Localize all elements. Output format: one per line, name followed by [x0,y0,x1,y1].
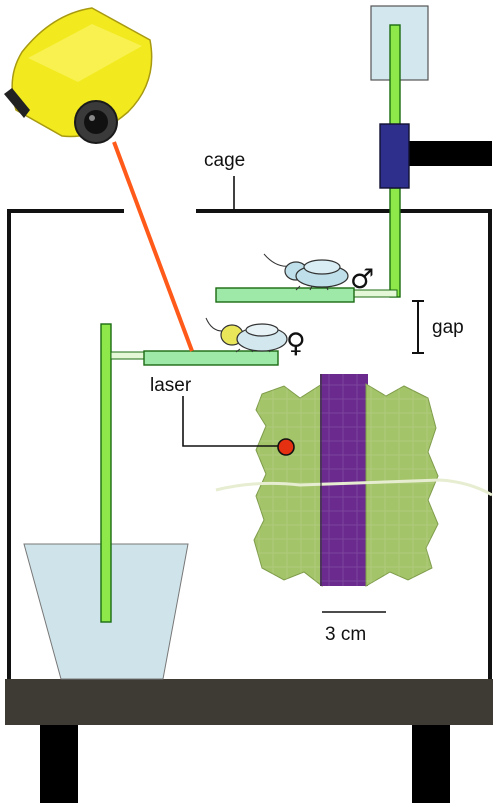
cage-label: cage [204,150,245,171]
male-symbol: ♂ [350,264,374,295]
gap-indicator: gap [412,300,464,354]
camera-icon [4,7,153,144]
lower-platform [143,350,279,366]
laser-beam [112,141,194,352]
clamp-icon [379,123,410,189]
lower-plant-stem [100,323,279,623]
leaf-image [215,374,493,588]
clamp-arm [405,141,492,166]
scale-bar-label: 3 cm [325,624,366,645]
cage-box [7,209,492,680]
laser-label: laser [150,375,192,396]
female-symbol: ♀ [286,328,306,359]
male-insect-icon [263,253,349,291]
upper-platform [215,287,355,303]
scale-bar: 3 cm [322,611,386,645]
laser-annotation: laser [150,375,295,456]
laser-spot [277,438,295,456]
upper-plant-stem [215,24,401,303]
table [5,679,493,803]
gap-label: gap [432,317,464,338]
female-insect-icon [205,317,288,353]
